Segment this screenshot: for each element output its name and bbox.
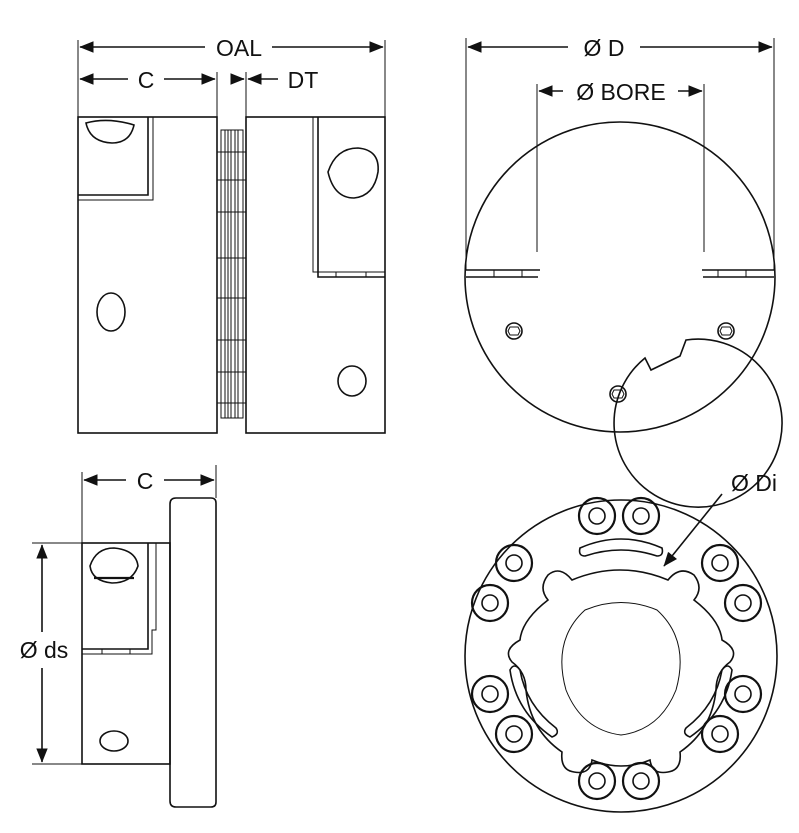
left-hub-side-hole xyxy=(96,292,126,332)
clamp-screw-right xyxy=(717,322,735,340)
bolt-hole-7 xyxy=(470,674,510,714)
outer-diameter-label: Ø D xyxy=(584,35,625,61)
insert-end-view: Ø Di xyxy=(464,470,778,813)
set-screw-bottom xyxy=(609,385,627,403)
spider-profile xyxy=(507,569,735,774)
bolt-hole-6 xyxy=(723,583,763,623)
clamp-screw-left xyxy=(505,322,523,340)
flange-side-view: C Ø ds xyxy=(20,465,217,808)
shaft-diameter-label: Ø ds xyxy=(20,637,69,663)
bolt-hole-5 xyxy=(470,583,510,623)
insert-diameter-callout: Ø Di xyxy=(663,470,777,567)
dt-label: DT xyxy=(288,67,319,93)
bolt-hole-3 xyxy=(494,543,534,583)
flange-hub-screw-hole xyxy=(89,547,139,584)
bolt-hole-8 xyxy=(723,674,763,714)
left-hub-screw-hole xyxy=(85,119,135,144)
slot-left xyxy=(509,665,559,738)
bolt-hole-4 xyxy=(700,543,740,583)
outer-diameter-dimension: Ø D xyxy=(467,35,773,61)
bolt-hole-11 xyxy=(577,761,617,801)
flange-hub xyxy=(81,542,171,765)
dt-dimension: DT xyxy=(230,67,319,93)
end-view: Ø D Ø BORE xyxy=(464,35,783,508)
slot-right xyxy=(683,665,733,738)
flange-hub-side-hole xyxy=(99,730,129,752)
bolt-hole-12 xyxy=(621,761,661,801)
right-hub-screw-hole xyxy=(327,147,379,199)
oal-label: OAL xyxy=(216,35,262,61)
bolt-hole-1 xyxy=(577,496,617,536)
flange-disk xyxy=(169,497,217,808)
shaft-diameter-dimension: Ø ds xyxy=(20,544,69,763)
slot-top xyxy=(578,538,664,557)
insert-outer-ring xyxy=(464,499,778,813)
bore-dimension: Ø BORE xyxy=(538,79,703,105)
oal-dimension: OAL xyxy=(79,35,384,61)
elastomer-insert xyxy=(217,129,246,419)
bolt-hole-2 xyxy=(621,496,661,536)
right-hub-side-hole xyxy=(337,365,367,397)
c-bottom-label: C xyxy=(137,468,154,494)
bolt-hole-10 xyxy=(700,714,740,754)
side-view: OAL C DT xyxy=(77,35,386,434)
left-hub xyxy=(77,116,218,434)
bore-with-keyway xyxy=(613,338,783,508)
c-top-label: C xyxy=(138,67,155,93)
bolt-hole-9 xyxy=(494,714,534,754)
bore-label: Ø BORE xyxy=(576,79,665,105)
c-bottom-dimension: C xyxy=(83,468,215,494)
right-hub xyxy=(245,116,386,434)
outer-ring xyxy=(464,121,776,433)
insert-diameter-label: Ø Di xyxy=(731,470,777,496)
c-top-dimension: C xyxy=(79,67,216,93)
